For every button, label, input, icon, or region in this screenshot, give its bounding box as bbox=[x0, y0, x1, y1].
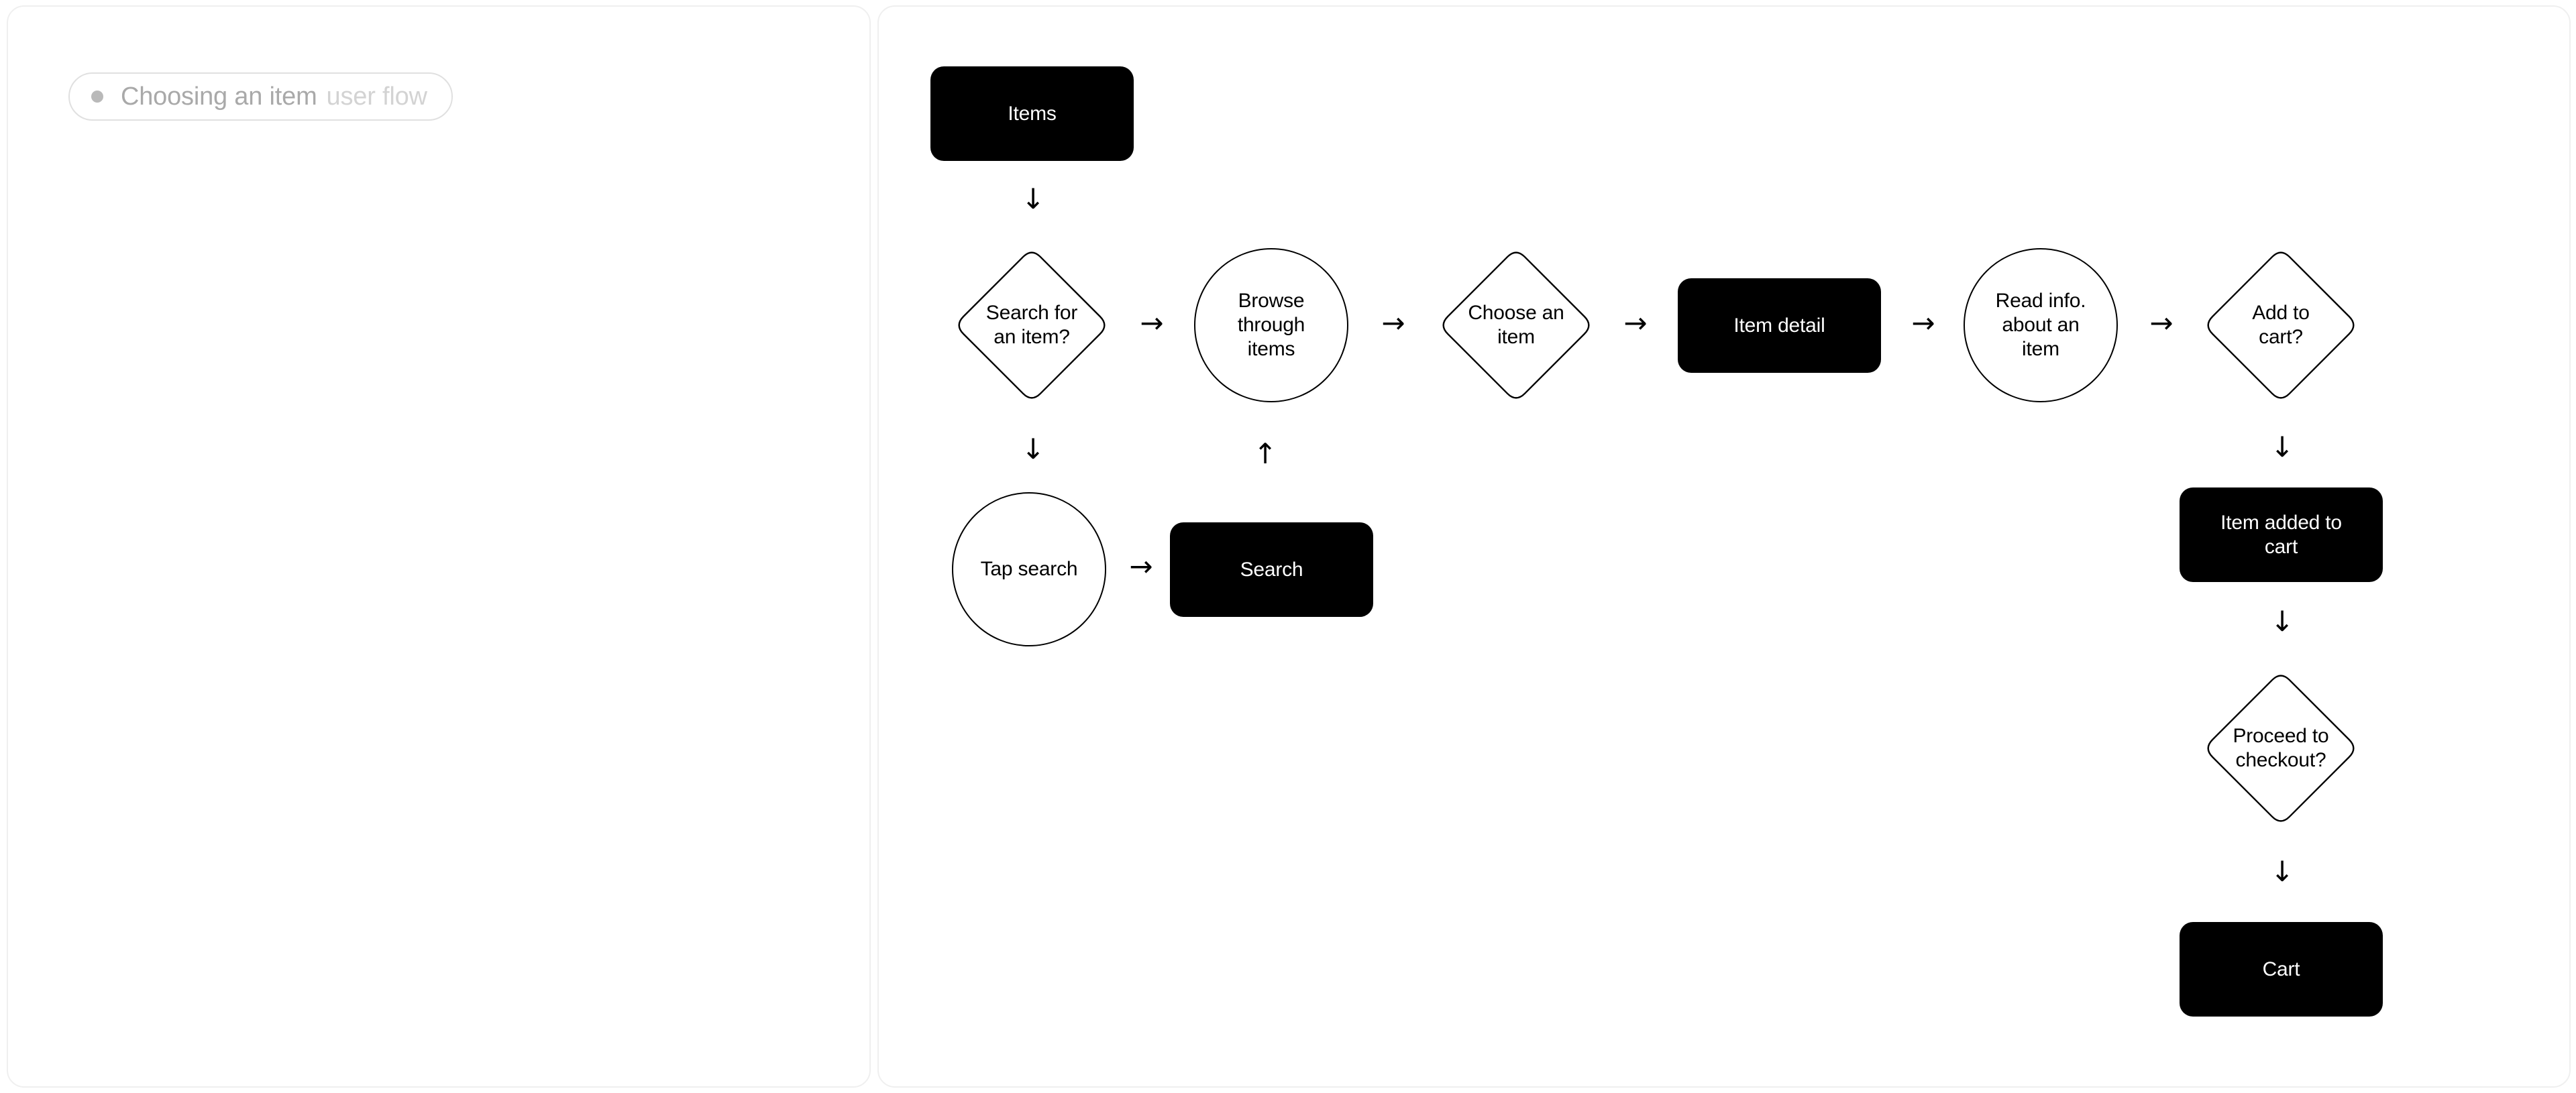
flow-arrow-right-tap-search-to-search: → bbox=[1129, 550, 1153, 583]
flow-arrow-right-read-to-add-cart: → bbox=[2149, 306, 2174, 339]
flow-node-label: Browse through items bbox=[1237, 290, 1305, 360]
flow-list-panel: Choosing an item user flow bbox=[7, 5, 871, 1088]
flow-node-item-detail[interactable]: Item detail bbox=[1678, 278, 1881, 373]
flow-node-label: Item detail bbox=[1733, 314, 1825, 337]
flow-node-item-added[interactable]: Item added to cart bbox=[2180, 487, 2383, 582]
flow-node-cart[interactable]: Cart bbox=[2180, 922, 2383, 1017]
flow-node-choose-item[interactable]: Choose an item bbox=[1438, 247, 1594, 403]
flow-node-add-to-cart[interactable]: Add to cart? bbox=[2203, 247, 2359, 403]
flow-arrow-down-checkout-to-cart: ↓ bbox=[2270, 855, 2294, 888]
flow-node-tap-search[interactable]: Tap search bbox=[952, 492, 1106, 646]
flow-arrow-down-items-to-search-q: ↓ bbox=[1021, 182, 1045, 215]
flow-node-proceed-checkout[interactable]: Proceed to checkout? bbox=[2203, 671, 2359, 826]
flow-node-search-for-item[interactable]: Search for an item? bbox=[954, 247, 1110, 403]
flow-node-label: Add to cart? bbox=[2252, 302, 2310, 348]
flow-node-label: Item added to cart bbox=[2220, 511, 2342, 558]
bullet-dot-icon bbox=[91, 91, 103, 103]
flow-node-label: Cart bbox=[2262, 958, 2300, 980]
flow-node-label: Read info. about an item bbox=[1995, 290, 2086, 360]
flow-arrow-right-search-q-to-browse: → bbox=[1140, 306, 1164, 339]
flow-node-read-info[interactable]: Read info. about an item bbox=[1964, 248, 2118, 402]
flow-node-items[interactable]: Items bbox=[930, 66, 1134, 161]
flow-node-search[interactable]: Search bbox=[1170, 522, 1373, 617]
flow-node-label: Choose an item bbox=[1468, 302, 1564, 348]
flow-arrow-down-add-cart-to-item-added: ↓ bbox=[2270, 430, 2294, 463]
flow-arrow-right-choose-to-detail: → bbox=[1623, 306, 1648, 339]
flow-node-label: Search for an item? bbox=[985, 302, 1078, 348]
flow-chip-subtitle: user flow bbox=[326, 82, 427, 111]
flow-chip-title: Choosing an item bbox=[121, 82, 317, 111]
flow-node-browse-items[interactable]: Browse through items bbox=[1194, 248, 1348, 402]
flow-node-label: Items bbox=[1008, 102, 1057, 125]
flow-node-label: Proceed to checkout? bbox=[2233, 725, 2329, 771]
flow-chip-choosing-an-item[interactable]: Choosing an item user flow bbox=[68, 72, 453, 121]
flow-arrow-right-browse-to-choose: → bbox=[1381, 306, 1405, 339]
flow-node-label: Tap search bbox=[980, 558, 1078, 580]
flow-arrow-up-search-to-browse: ↑ bbox=[1253, 437, 1277, 470]
flow-arrow-down-search-q-to-tap-search: ↓ bbox=[1021, 433, 1045, 465]
flow-arrow-right-detail-to-read: → bbox=[1911, 306, 1935, 339]
flow-arrow-down-item-added-to-checkout: ↓ bbox=[2270, 605, 2294, 638]
flow-node-label: Search bbox=[1240, 558, 1303, 581]
